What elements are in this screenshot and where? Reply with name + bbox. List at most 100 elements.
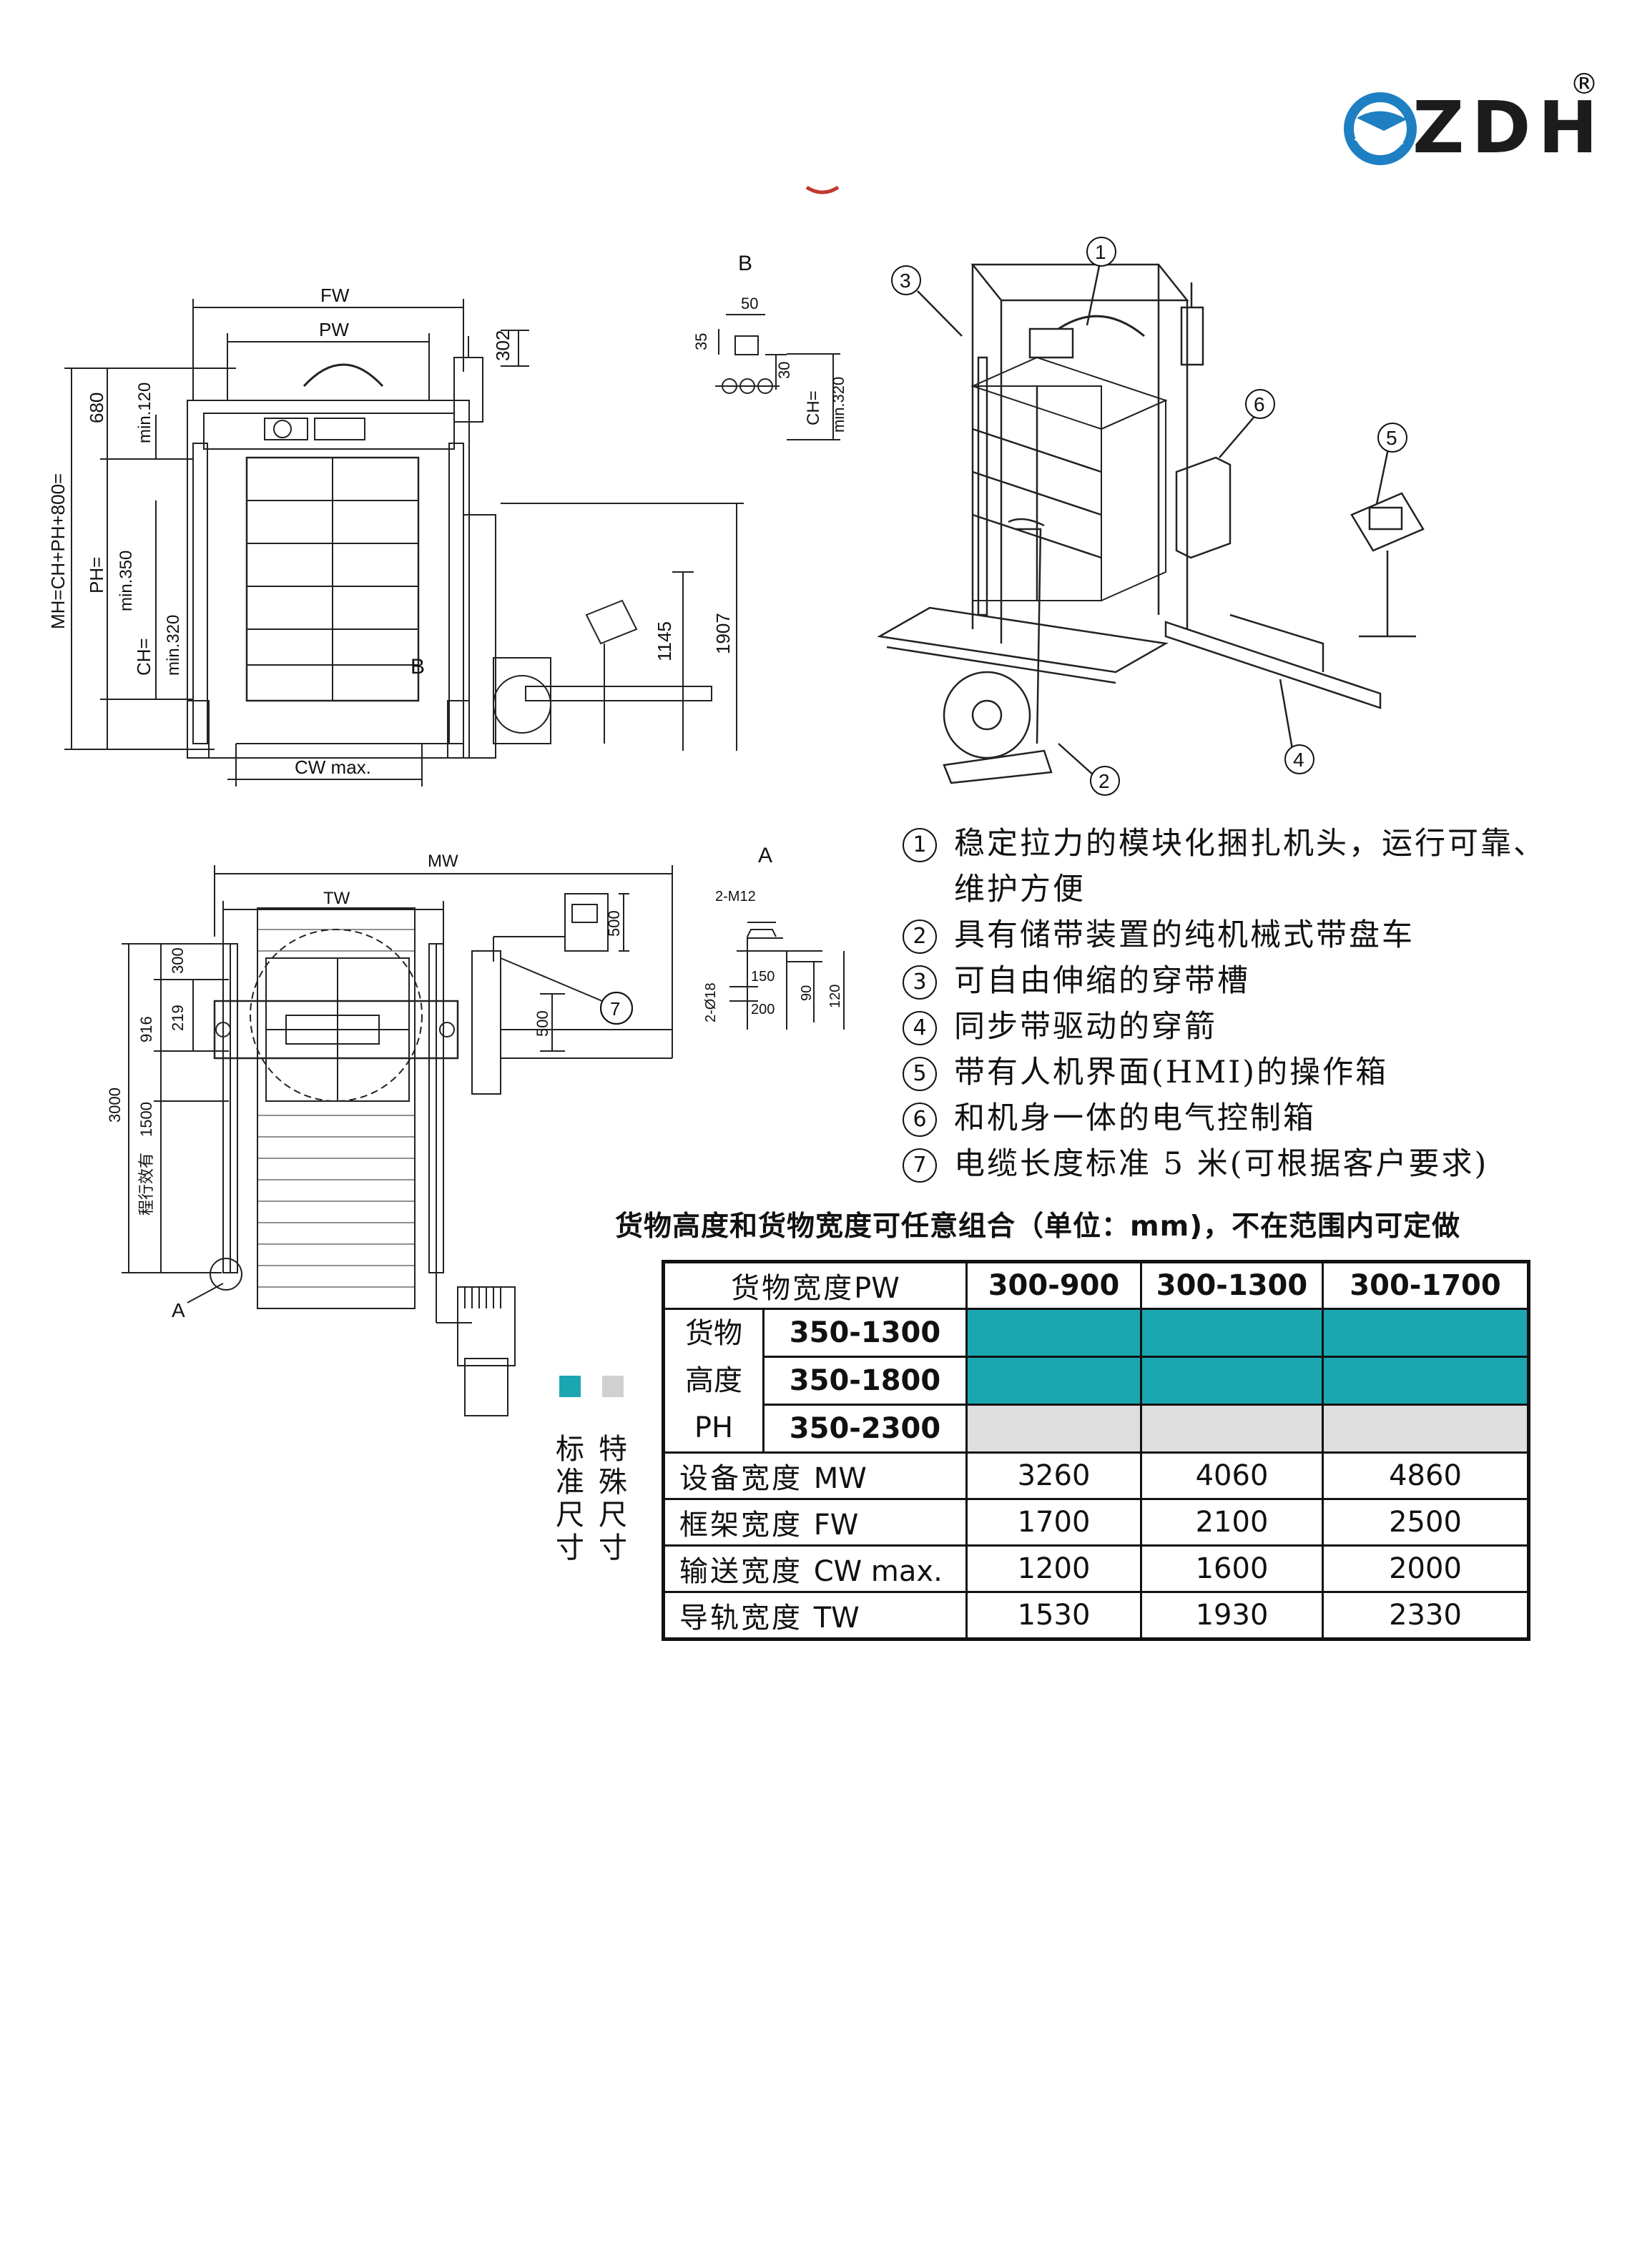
standard-cell — [965, 1308, 1143, 1358]
detail-a-90: 90 — [799, 985, 815, 1001]
table-row: 货物宽度PW 300-900 300-1300 300-1700 — [662, 1261, 1530, 1310]
dim-mw-label: MW — [428, 852, 458, 871]
callout-6-num: 6 — [1254, 393, 1265, 415]
dim-1907-label: 1907 — [712, 613, 734, 654]
callout-5-num: 5 — [1386, 427, 1397, 449]
front-view-drawing — [64, 299, 744, 787]
dim-tw-label: TW — [323, 889, 350, 908]
dim-label-cell: 输送宽度 CW max. — [662, 1544, 968, 1593]
dim-value-cell: 1930 — [1140, 1591, 1324, 1640]
ph-range-cell: 350-2300 — [762, 1404, 968, 1454]
detail-b-min320: min.320 — [830, 377, 847, 433]
detail-b-drawing — [715, 314, 840, 440]
dim-value-cell: 2500 — [1322, 1498, 1530, 1547]
pw-header-cell: 货物宽度PW — [662, 1261, 968, 1310]
zdh-emblem-icon — [1344, 92, 1417, 165]
pw-col-header: 300-1700 — [1322, 1261, 1530, 1310]
detail-a-120: 120 — [827, 985, 843, 1008]
dim-300-label: 300 — [169, 947, 187, 974]
dim-value-cell: 2100 — [1140, 1498, 1324, 1547]
dim-label-cell: 框架宽度 FW — [662, 1498, 968, 1547]
table-row: 350-2300 — [664, 1404, 1530, 1454]
dim-value-cell: 1700 — [965, 1498, 1143, 1547]
technical-drawings: FW PW 302 680 min.120 MH=CH+PH+800= PH= … — [47, 185, 1425, 1416]
special-cell — [1140, 1404, 1324, 1454]
special-cell — [1322, 1404, 1530, 1454]
registered-mark: ® — [1570, 68, 1598, 101]
dim-min120-label: min.120 — [135, 383, 154, 443]
detail-a-m12: 2-M12 — [715, 889, 756, 904]
special-cell — [965, 1404, 1143, 1454]
dim-value-cell: 3260 — [965, 1451, 1143, 1500]
section-b-label: B — [411, 655, 425, 679]
dim-travel-label: 程行效有 — [137, 1153, 155, 1216]
dim-500a-label: 500 — [605, 910, 623, 937]
dim-916-label: 916 — [137, 1016, 155, 1042]
legend-standard-label: 标准尺寸 — [556, 1433, 584, 1564]
table-row: 350-1800 — [664, 1356, 1530, 1406]
pw-col-header: 300-1300 — [1140, 1261, 1324, 1310]
standard-swatch — [559, 1376, 581, 1397]
table-row: 货物 高度 PH 350-1300 — [662, 1308, 1530, 1454]
detail-a-drawing — [729, 922, 845, 1030]
standard-cell — [1140, 1356, 1324, 1406]
standard-cell — [1140, 1308, 1324, 1358]
table-row: 输送宽度 CW max. 1200 1600 2000 — [662, 1544, 1530, 1593]
callout-2-num: 2 — [1098, 770, 1110, 792]
callout-3-num: 3 — [900, 270, 911, 292]
dim-value-cell: 1600 — [1140, 1544, 1324, 1593]
detail-a-marker: A — [172, 1299, 185, 1321]
brand-logo: ZDH ® — [1341, 68, 1598, 175]
dim-cw-label: CW max. — [295, 756, 371, 778]
pw-col-header: 300-900 — [965, 1261, 1143, 1310]
dim-value-cell: 1530 — [965, 1591, 1143, 1640]
table-row: 设备宽度 MW 3260 4060 4860 — [662, 1451, 1530, 1500]
detail-b-30: 30 — [775, 362, 793, 379]
dim-label-cell: 设备宽度 MW — [662, 1451, 968, 1500]
dim-ph-label: PH= — [86, 557, 107, 593]
detail-b-ch: CH= — [804, 390, 823, 425]
callout-4-num: 4 — [1293, 749, 1304, 771]
standard-cell — [1322, 1308, 1530, 1358]
special-swatch — [602, 1376, 624, 1397]
dim-1500-label: 1500 — [137, 1102, 155, 1137]
dim-3000-label: 3000 — [106, 1088, 124, 1123]
dim-mh-label: MH=CH+PH+800= — [47, 473, 69, 629]
dim-value-cell: 2330 — [1322, 1591, 1530, 1640]
spec-table: 货物宽度PW 300-900 300-1300 300-1700 货物 高度 P… — [662, 1260, 1531, 1641]
dim-value-cell: 2000 — [1322, 1544, 1530, 1593]
detail-a-d18: 2-Ø18 — [703, 982, 719, 1022]
detail-a-title: A — [758, 844, 772, 867]
callout-7-num: 7 — [610, 998, 620, 1020]
dim-fw-label: FW — [320, 285, 350, 306]
ph-group-cell: 货物 高度 PH — [662, 1308, 765, 1454]
standard-cell — [1322, 1356, 1530, 1406]
dim-302-label: 302 — [492, 330, 513, 361]
detail-a-150: 150 — [751, 969, 775, 985]
detail-b-title: B — [738, 252, 752, 275]
dim-680-label: 680 — [86, 393, 107, 423]
dim-219-label: 219 — [169, 1005, 187, 1031]
plan-view-drawing — [122, 865, 673, 1416]
callout-1-num: 1 — [1095, 241, 1106, 263]
dim-1145-label: 1145 — [654, 621, 675, 661]
pw-label-cn: 货物宽度 — [731, 1272, 855, 1305]
dim-ch-label: CH= — [133, 638, 154, 676]
ph-range-cell: 350-1800 — [762, 1356, 968, 1406]
standard-cell — [965, 1356, 1143, 1406]
dim-value-cell: 1200 — [965, 1544, 1143, 1593]
detail-a-200: 200 — [751, 1002, 775, 1017]
legend-special-label: 特殊尺寸 — [599, 1433, 627, 1564]
dim-pw-label: PW — [319, 319, 349, 340]
pw-label-en: PW — [854, 1272, 900, 1305]
brand-name: ZDH — [1412, 86, 1606, 169]
dim-value-cell: 4060 — [1140, 1451, 1324, 1500]
ph-range-cell: 350-1300 — [762, 1308, 968, 1358]
dim-label-cell: 导轨宽度 TW — [662, 1591, 968, 1640]
